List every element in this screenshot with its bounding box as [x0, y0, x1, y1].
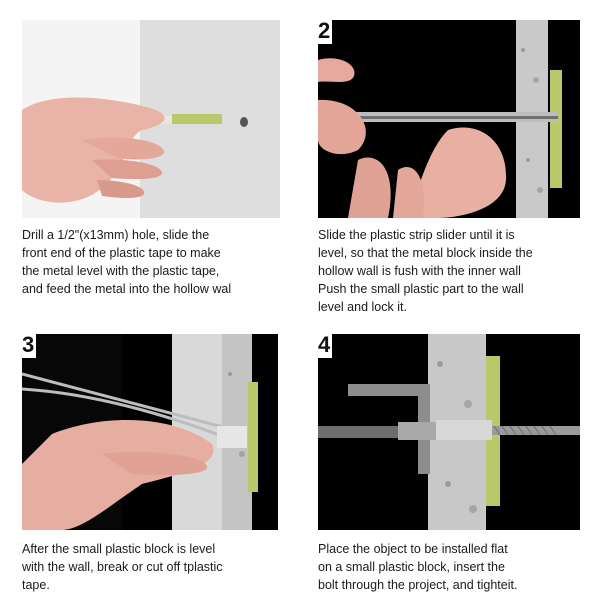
caption-line: level, so that the metal block inside th…: [318, 246, 533, 260]
caption-line: hollow wall is fush with the inner wall: [318, 264, 521, 278]
caption-line: with the wall, break or cut off tplastic: [22, 560, 223, 574]
caption-line: Slide the plastic strip slider until it …: [318, 228, 515, 242]
step-3-photo: [22, 334, 278, 530]
caption-line: Place the object to be installed flat: [318, 542, 508, 556]
step-number: 3: [22, 332, 37, 358]
caption-line: on a small plastic block, insert the: [318, 560, 505, 574]
caption-line: tape.: [22, 578, 50, 592]
caption-line: After the small plastic block is level: [22, 542, 216, 556]
caption-line: Push the small plastic part to the wall: [318, 282, 524, 296]
caption-line: front end of the plastic tape to make: [22, 246, 221, 260]
step-4-photo: [318, 334, 580, 530]
step-number: 2: [318, 18, 333, 44]
step-2-photo: [318, 20, 580, 218]
caption-line: level and lock it.: [318, 300, 407, 314]
caption-line: bolt through the project, and tighteit.: [318, 578, 518, 592]
step-number: 4: [318, 332, 333, 358]
step-1-photo: [22, 20, 280, 218]
caption-line: the metal level with the plastic tape,: [22, 264, 220, 278]
caption-line: and feed the metal into the hollow wal: [22, 282, 232, 296]
caption-line: Drill a 1/2"(x13mm) hole, slide the: [22, 228, 210, 242]
